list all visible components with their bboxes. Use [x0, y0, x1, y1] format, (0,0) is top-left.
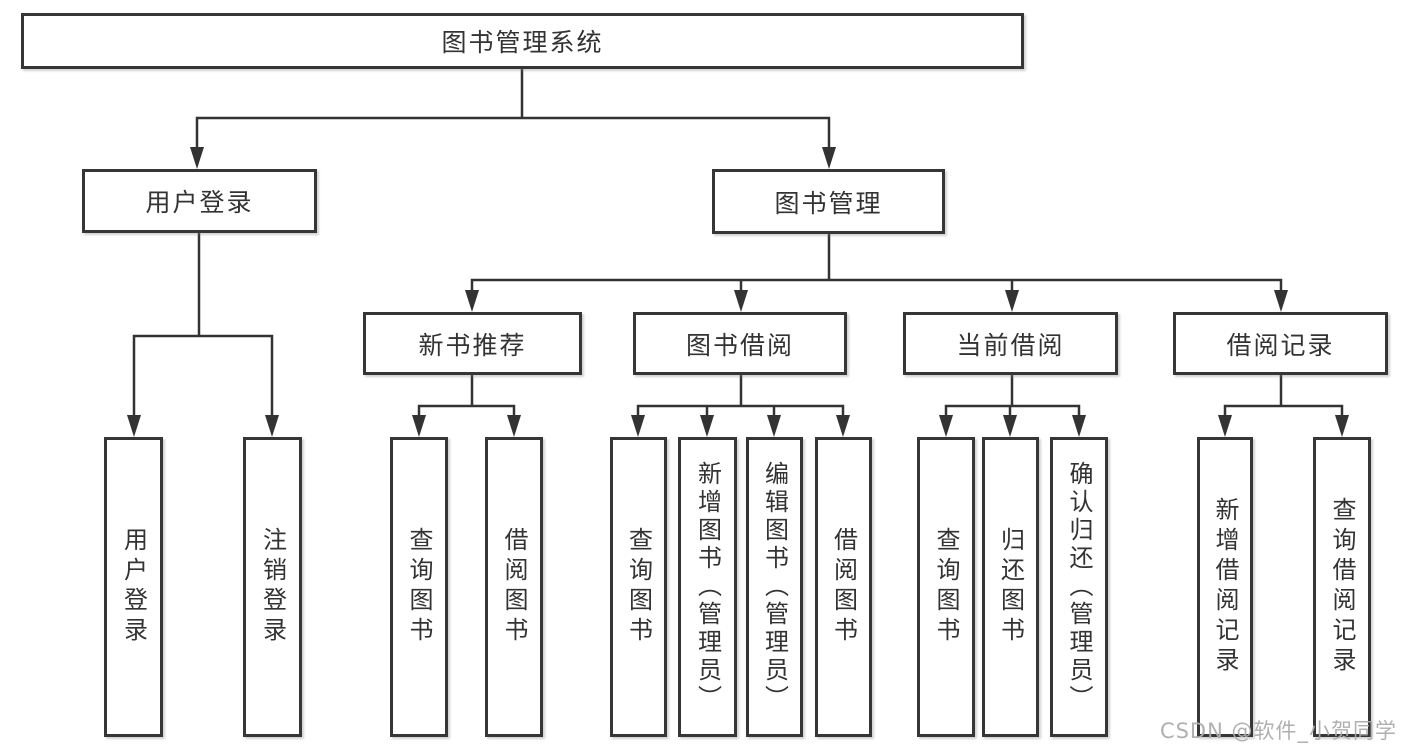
csdn-watermark: CSDN @软件_小贺同学 — [1159, 719, 1397, 743]
leaf-query-books-borrowing: 查询图书 — [610, 437, 667, 737]
node-user-login: 用户登录 — [82, 169, 317, 233]
node-current-borrowing: 当前借阅 — [903, 312, 1118, 375]
leaf-user-login: 用户登录 — [104, 437, 163, 737]
node-book-borrowing: 图书借阅 — [633, 312, 847, 375]
leaf-borrow-books-borrowing: 借阅图书 — [815, 437, 872, 737]
node-book-management: 图书管理 — [712, 169, 945, 234]
leaf-confirm-return-admin: 确认归还（管理员） — [1050, 437, 1108, 737]
leaf-query-books-recommend: 查询图书 — [390, 437, 448, 737]
node-borrowing-records: 借阅记录 — [1173, 312, 1388, 375]
leaf-add-borrow-record: 新增借阅记录 — [1197, 437, 1253, 737]
leaf-return-books: 归还图书 — [982, 437, 1039, 737]
leaf-borrow-books-recommend: 借阅图书 — [485, 437, 543, 737]
leaf-query-books-current: 查询图书 — [917, 437, 975, 737]
node-library-management-system: 图书管理系统 — [21, 13, 1024, 69]
leaf-query-borrow-record: 查询借阅记录 — [1313, 437, 1371, 737]
leaf-add-book-admin: 新增图书（管理员） — [678, 437, 737, 737]
leaf-logout: 注销登录 — [243, 437, 302, 737]
leaf-edit-book-admin: 编辑图书（管理员） — [746, 437, 803, 737]
node-new-book-recommendation: 新书推荐 — [363, 312, 582, 375]
